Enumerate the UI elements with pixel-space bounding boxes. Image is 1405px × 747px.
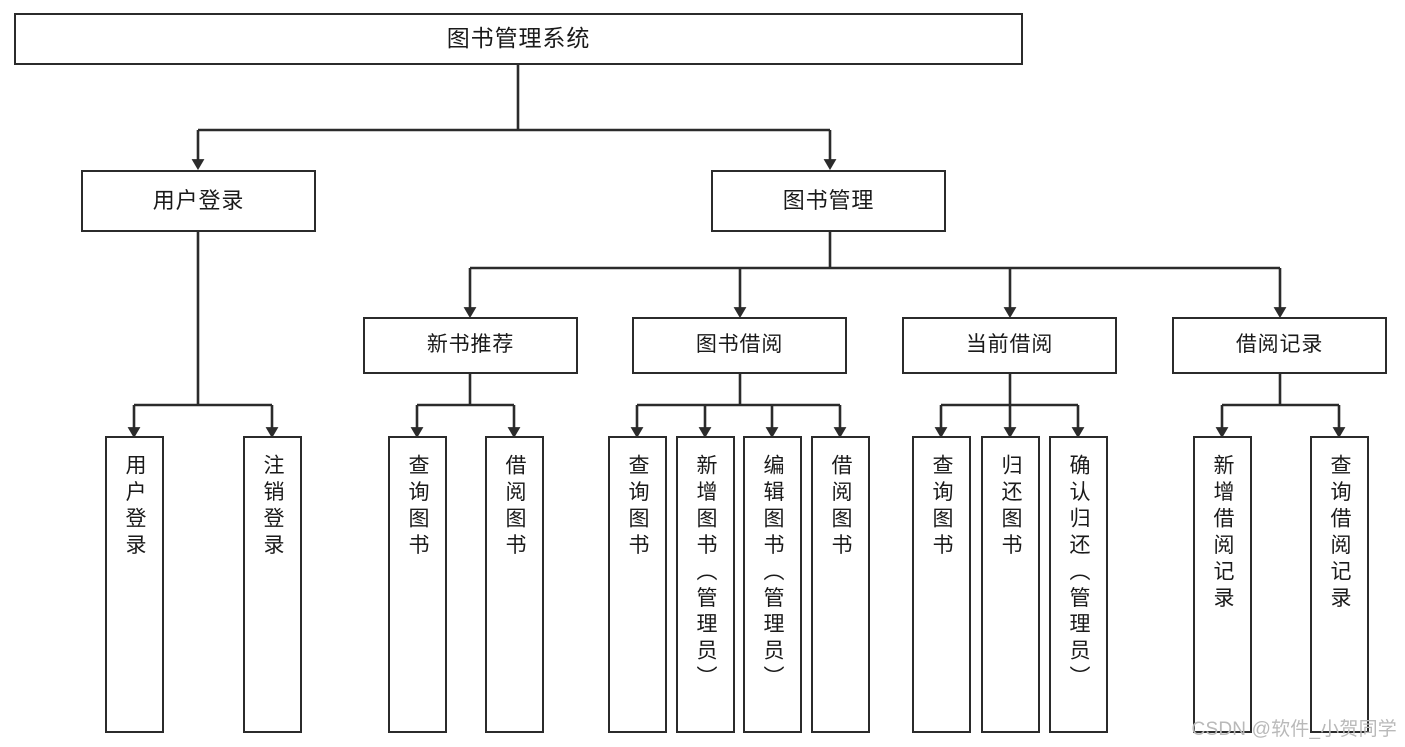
node-label: 查询图书 xyxy=(626,454,649,560)
node-leaf-user-login[interactable]: 用户登录 xyxy=(105,436,164,733)
node-user-login[interactable]: 用户登录 xyxy=(81,170,316,232)
node-leaf-query-book-1[interactable]: 查询图书 xyxy=(388,436,447,733)
node-leaf-add-borrow-record[interactable]: 新增借阅记录 xyxy=(1193,436,1252,733)
node-leaf-borrow-book-2[interactable]: 借阅图书 xyxy=(811,436,870,733)
node-label: 新增借阅记录 xyxy=(1211,454,1234,613)
node-leaf-return-book[interactable]: 归还图书 xyxy=(981,436,1040,733)
node-label: 借阅记录 xyxy=(1235,333,1324,357)
node-label: 借阅图书 xyxy=(503,454,526,560)
node-leaf-logout-login[interactable]: 注销登录 xyxy=(243,436,302,733)
node-label: 图书借阅 xyxy=(695,333,784,357)
node-leaf-edit-book-admin[interactable]: 编辑图书（管理员） xyxy=(743,436,802,733)
node-label: 当前借阅 xyxy=(965,333,1054,357)
node-current-borrow[interactable]: 当前借阅 xyxy=(902,317,1117,374)
node-label: 查询借阅记录 xyxy=(1328,454,1351,613)
node-leaf-query-borrow-record[interactable]: 查询借阅记录 xyxy=(1310,436,1369,733)
node-leaf-borrow-book-1[interactable]: 借阅图书 xyxy=(485,436,544,733)
node-leaf-query-book-2[interactable]: 查询图书 xyxy=(608,436,667,733)
node-label: 借阅图书 xyxy=(829,454,852,560)
node-label: 图书管理 xyxy=(782,188,875,214)
node-label: 用户登录 xyxy=(123,454,146,560)
node-label: 注销登录 xyxy=(261,454,284,560)
node-label: 归还图书 xyxy=(999,454,1022,560)
node-new-book-recommend[interactable]: 新书推荐 xyxy=(363,317,578,374)
node-leaf-confirm-return-admin[interactable]: 确认归还（管理员） xyxy=(1049,436,1108,733)
node-label: 图书管理系统 xyxy=(446,25,591,52)
node-label: 查询图书 xyxy=(930,454,953,560)
node-book-borrow[interactable]: 图书借阅 xyxy=(632,317,847,374)
node-label: 新增图书（管理员） xyxy=(694,454,717,693)
node-book-management[interactable]: 图书管理 xyxy=(711,170,946,232)
csdn-watermark: CSDN @软件_小贺同学 xyxy=(1191,719,1397,740)
node-label: 新书推荐 xyxy=(426,333,515,357)
node-borrow-record[interactable]: 借阅记录 xyxy=(1172,317,1387,374)
node-label: 确认归还（管理员） xyxy=(1067,454,1090,693)
node-book-management-system[interactable]: 图书管理系统 xyxy=(14,13,1023,65)
node-leaf-query-book-3[interactable]: 查询图书 xyxy=(912,436,971,733)
node-leaf-add-book-admin[interactable]: 新增图书（管理员） xyxy=(676,436,735,733)
node-label: 编辑图书（管理员） xyxy=(761,454,784,693)
node-label: 查询图书 xyxy=(406,454,429,560)
node-label: 用户登录 xyxy=(152,188,245,214)
